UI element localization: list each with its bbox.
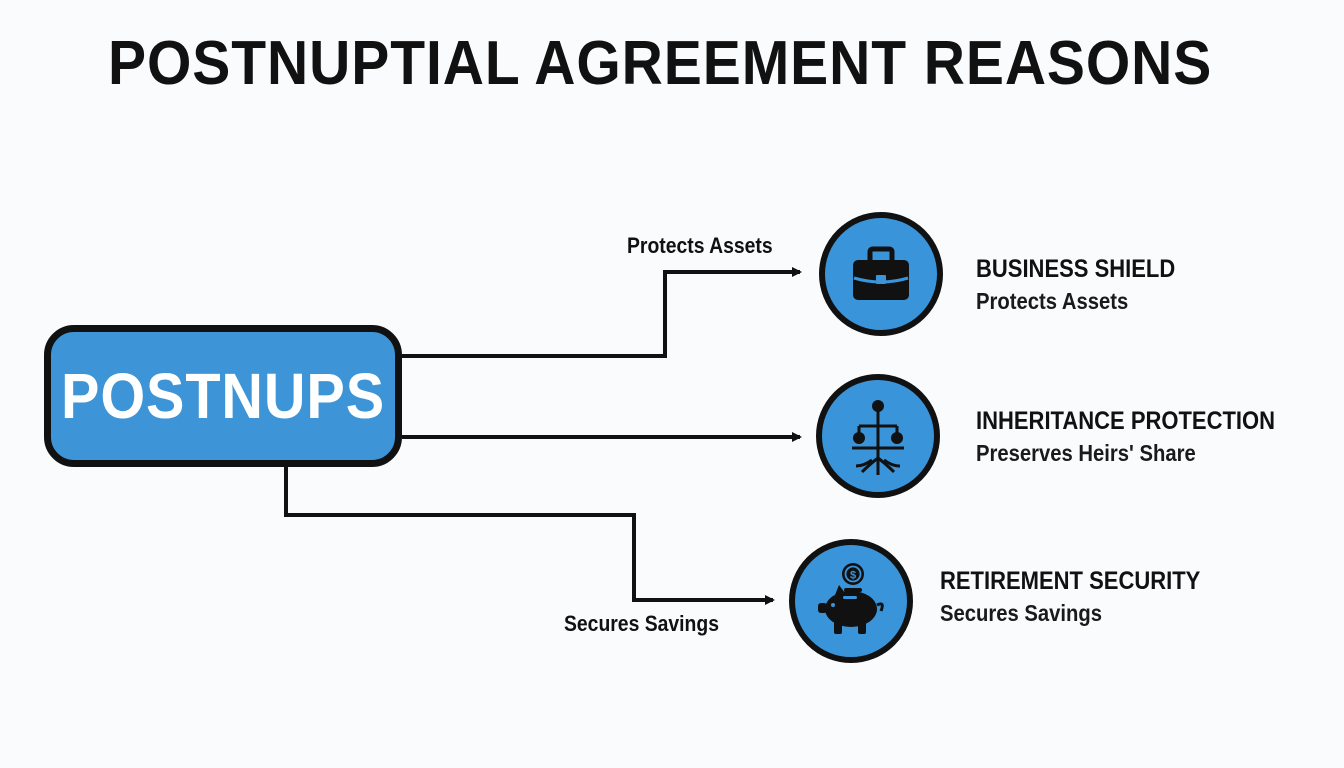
edge-label-secures-savings: Secures Savings [564, 611, 719, 636]
inheritance-protection-title: INHERITANCE PROTECTION [976, 407, 1276, 435]
postnups-label: POSTNUPS [60, 360, 386, 432]
retirement-security-circle: $ [789, 539, 913, 663]
edge-label-protects-assets: Protects Assets [627, 233, 773, 258]
family-tree-icon [852, 400, 904, 475]
connector-business [402, 267, 802, 358]
business-shield-text: BUSINESS SHIELD Protects Assets [976, 254, 1175, 318]
postnups-node: POSTNUPS [44, 325, 402, 467]
retirement-security-title: RETIREMENT SECURITY [940, 567, 1201, 595]
business-shield-subtitle: Protects Assets [976, 288, 1129, 314]
inheritance-protection-circle [816, 374, 940, 498]
svg-text:$: $ [850, 570, 856, 582]
page-title: POSTNUPTIAL AGREEMENT REASONS [108, 29, 1213, 98]
retirement-security-text: RETIREMENT SECURITY Secures Savings [940, 566, 1200, 630]
business-shield-circle [819, 212, 943, 336]
inheritance-protection-text: INHERITANCE PROTECTION Preserves Heirs' … [976, 406, 1275, 470]
inheritance-protection-subtitle: Preserves Heirs' Share [976, 440, 1196, 466]
piggy-bank-icon: $ [818, 563, 884, 634]
briefcase-icon [853, 246, 909, 300]
business-shield-title: BUSINESS SHIELD [976, 255, 1176, 283]
connector-retirement [284, 467, 775, 605]
retirement-security-subtitle: Secures Savings [940, 600, 1103, 626]
